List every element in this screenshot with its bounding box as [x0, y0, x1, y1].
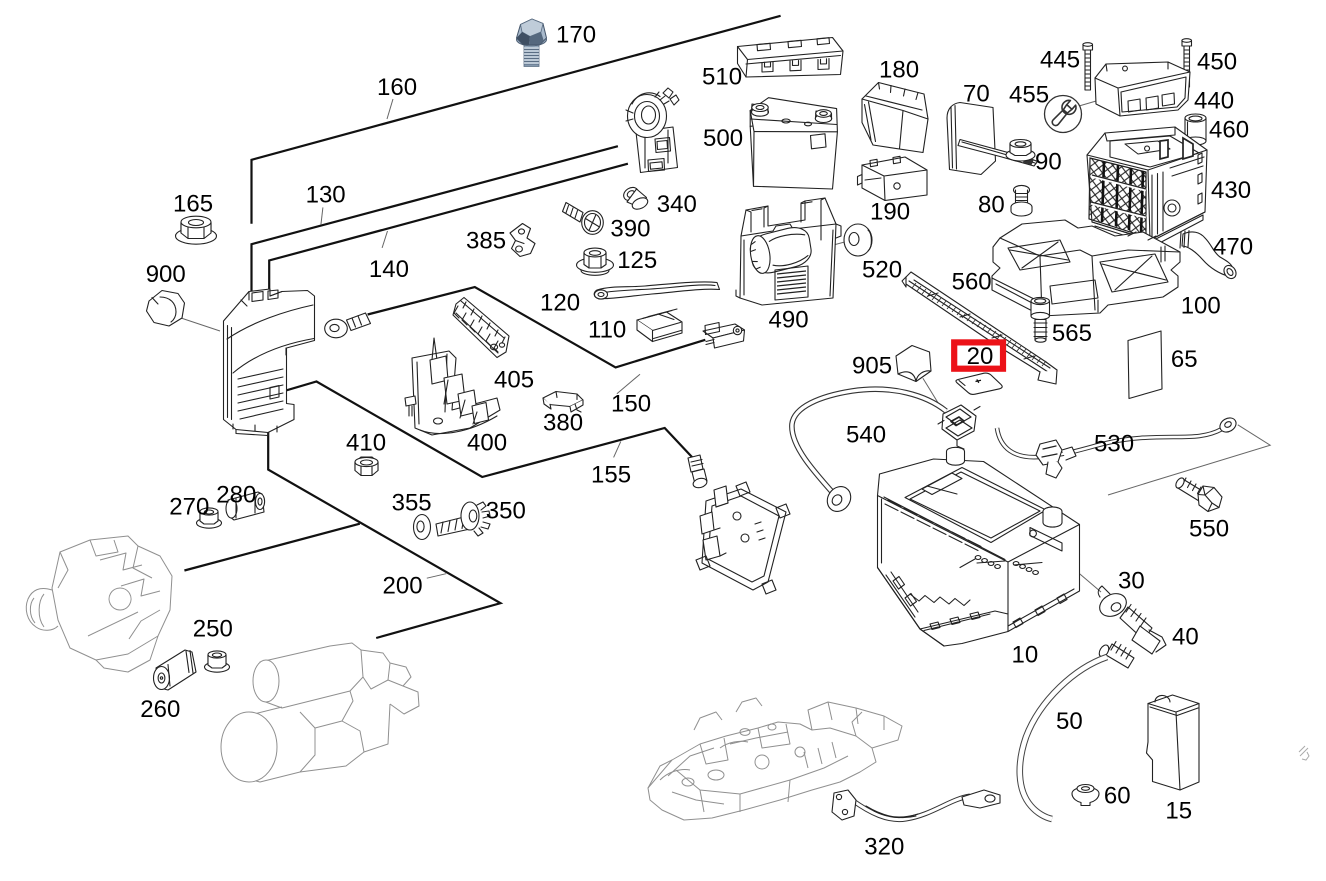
svg-text:510: 510 [702, 64, 742, 91]
svg-text:30: 30 [1118, 567, 1145, 594]
svg-text:405: 405 [494, 366, 534, 393]
svg-text:130: 130 [306, 182, 346, 209]
svg-text:445: 445 [1040, 47, 1080, 74]
svg-text:125: 125 [617, 247, 657, 274]
svg-text:560: 560 [952, 269, 992, 296]
svg-text:60: 60 [1104, 783, 1131, 810]
svg-text:15: 15 [1165, 798, 1192, 825]
svg-text:450: 450 [1197, 49, 1237, 76]
svg-text:350: 350 [486, 498, 526, 525]
svg-text:455: 455 [1009, 82, 1049, 109]
svg-text:270: 270 [169, 494, 209, 521]
svg-text:490: 490 [769, 307, 809, 334]
svg-text:165: 165 [173, 191, 213, 218]
svg-text:10: 10 [1012, 641, 1039, 668]
svg-text:40: 40 [1172, 623, 1199, 650]
svg-text:260: 260 [140, 696, 180, 723]
svg-text:200: 200 [383, 572, 423, 599]
svg-text:90: 90 [1035, 149, 1062, 176]
svg-text:440: 440 [1194, 88, 1234, 115]
svg-text:140: 140 [369, 256, 409, 283]
svg-text:470: 470 [1213, 234, 1253, 261]
svg-text:250: 250 [193, 615, 233, 642]
svg-text:340: 340 [657, 191, 697, 218]
svg-text:390: 390 [610, 216, 650, 243]
svg-text:900: 900 [146, 261, 186, 288]
svg-text:380: 380 [543, 410, 583, 437]
svg-text:430: 430 [1211, 177, 1251, 204]
svg-text:65: 65 [1171, 346, 1198, 373]
svg-text:170: 170 [556, 22, 596, 49]
svg-text:160: 160 [377, 74, 417, 101]
svg-text:530: 530 [1094, 430, 1134, 457]
svg-text:110: 110 [588, 316, 626, 343]
svg-text:550: 550 [1189, 516, 1229, 543]
svg-text:50: 50 [1056, 708, 1083, 735]
svg-text:385: 385 [466, 228, 506, 255]
svg-text:100: 100 [1181, 292, 1221, 319]
svg-text:180: 180 [879, 57, 919, 84]
svg-text:905: 905 [852, 352, 892, 379]
svg-text:190: 190 [870, 199, 910, 226]
svg-text:520: 520 [862, 257, 902, 284]
svg-text:155: 155 [591, 461, 631, 488]
svg-text:20: 20 [967, 343, 994, 370]
svg-text:410: 410 [346, 429, 386, 456]
svg-text:540: 540 [846, 421, 886, 448]
svg-text:280: 280 [216, 481, 256, 508]
svg-text:355: 355 [392, 490, 432, 517]
svg-text:565: 565 [1052, 320, 1092, 347]
svg-text:120: 120 [540, 289, 580, 316]
svg-text:320: 320 [864, 833, 904, 860]
svg-text:460: 460 [1209, 117, 1249, 144]
svg-text:500: 500 [703, 125, 743, 152]
svg-text:70: 70 [963, 81, 990, 108]
svg-text:80: 80 [978, 192, 1005, 219]
svg-text:400: 400 [467, 429, 507, 456]
svg-text:150: 150 [611, 390, 651, 417]
